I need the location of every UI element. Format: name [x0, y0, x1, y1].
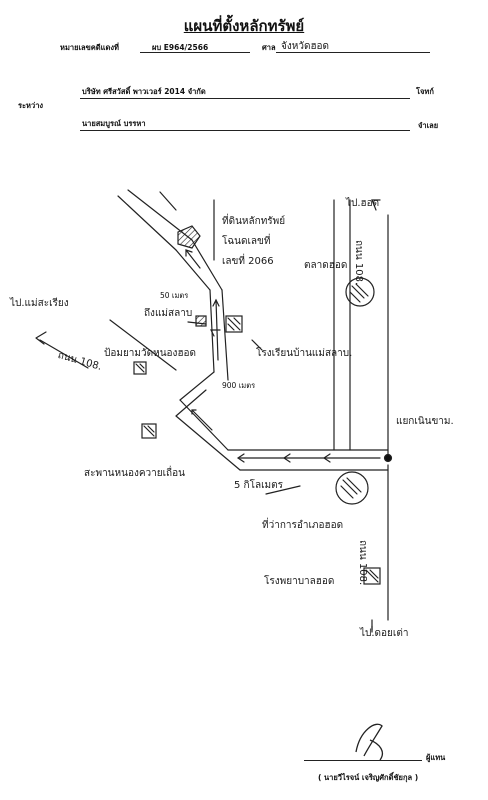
- label-road-west: ไป.แม่สะเรียง: [10, 298, 69, 309]
- defendant-name: นายสมบูรณ์ บรรหา: [82, 119, 146, 128]
- court-label: ศาล: [262, 43, 276, 52]
- property-note-3: เลขที่ 2066: [222, 256, 274, 267]
- label-road-north: ไป.ฮอด: [346, 198, 380, 209]
- office-circle: [335, 471, 369, 505]
- diagonal-road-a: [179, 399, 229, 451]
- label-temple: โรงเรียนบ้านแม่สลาบ.: [256, 348, 353, 359]
- signer-role: ผู้แทน: [426, 753, 446, 762]
- defendant-role: จำเลย: [418, 121, 439, 130]
- property-note-2: โฉนดเลขที่: [222, 236, 271, 247]
- label-road-south: ไป.ดอยเต่า: [360, 628, 409, 639]
- property-note-1: ที่ดินหลักทรัพย์: [222, 216, 286, 227]
- case-label: หมายเลขคดีแดงที่: [60, 43, 119, 52]
- label-900-meters: 900 เมตร: [222, 381, 256, 390]
- plaintiff-name: บริษัท ศรีสวัสดิ์ พาวเวอร์ 2014 จำกัด: [82, 87, 206, 96]
- between-label: ระหว่าง: [18, 101, 44, 110]
- label-office: ที่ว่าการอำเภอฮอด: [262, 520, 344, 531]
- label-50-meters: 50 เมตร: [160, 291, 189, 300]
- label-near-property: ถึงแม่สลาบ: [144, 308, 193, 319]
- water-symbol: [133, 361, 147, 375]
- junction-dot: [383, 453, 393, 463]
- page-title: แผนที่ตั้งหลักทรัพย์: [183, 17, 305, 35]
- label-bridge: สะพานหนองควายเถื่อน: [84, 468, 185, 479]
- label-water: ป้อมยามวัดหนองฮอด: [104, 348, 197, 359]
- signer-name: ( นายวีไรจน์ เจริญศักดิ์ชัยกุล ): [318, 773, 419, 782]
- label-5-km: 5 กิโลเมตร: [234, 480, 283, 491]
- label-school-hod: ตลาดฮอด: [304, 260, 348, 271]
- bridge-symbol: [141, 423, 157, 439]
- plaintiff-role: โจทก์: [416, 87, 434, 96]
- case-number: ผบ E964/2566: [152, 43, 209, 52]
- temple-symbol: [225, 315, 243, 333]
- label-hospital: โรงพยาบาลฮอด: [264, 576, 335, 587]
- access-road-right: [221, 289, 229, 381]
- school-circle: [345, 277, 375, 307]
- label-junction: แยกเนินขาม.: [396, 416, 454, 427]
- property-lot: [177, 225, 201, 249]
- hospital-symbol: [363, 567, 381, 585]
- court-name: จังหวัดฮอด: [281, 41, 330, 52]
